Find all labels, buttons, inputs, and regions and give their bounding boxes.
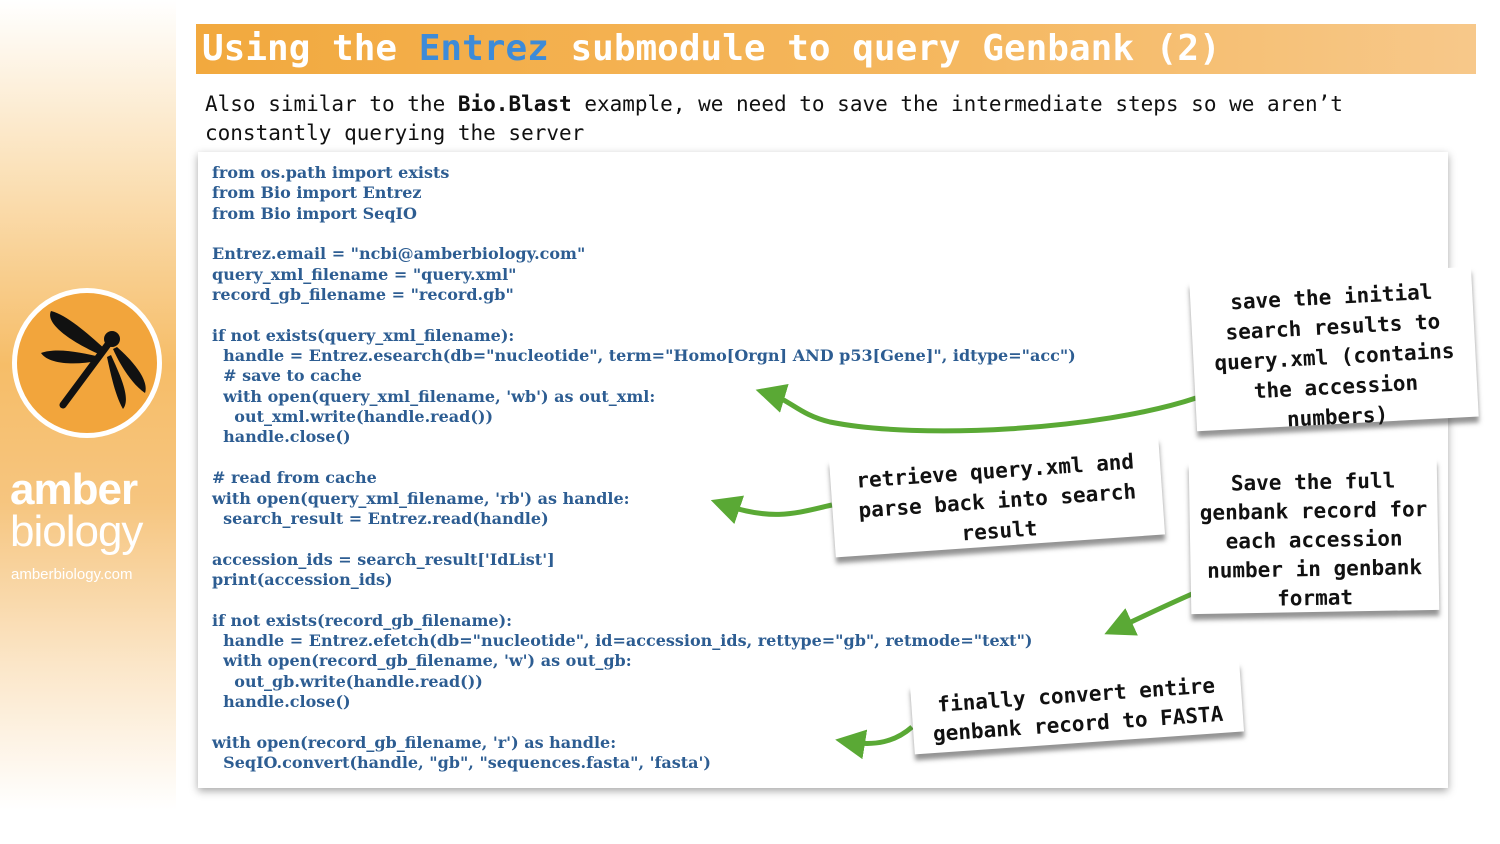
intro-pre: Also similar to the (205, 92, 458, 116)
brand-url: amberbiology.com (11, 566, 133, 583)
brand-name-amber: amber (10, 465, 138, 514)
brand-sidebar: amber biology amberbiology.com (0, 0, 176, 810)
slide-title: Using the Entrez submodule to query Genb… (196, 24, 1476, 74)
dragonfly-icon (41, 311, 146, 409)
title-part1: Using the (202, 28, 419, 69)
intro-text: Also similar to the Bio.Blast example, w… (205, 90, 1465, 148)
logo (12, 288, 162, 438)
intro-bold: Bio.Blast (457, 92, 572, 116)
intro-post: example, we need to save the intermediat… (205, 92, 1343, 145)
note-save-full: Save the full genbank record for each ac… (1188, 457, 1440, 615)
title-highlight: Entrez (418, 28, 549, 69)
title-part2: submodule to query Genbank (2) (548, 28, 1221, 69)
brand-name-biology: biology (10, 507, 143, 556)
note-save-cache: save the initial search results to query… (1189, 266, 1479, 432)
code-block: from os.path import exists from Bio impo… (212, 163, 1076, 772)
